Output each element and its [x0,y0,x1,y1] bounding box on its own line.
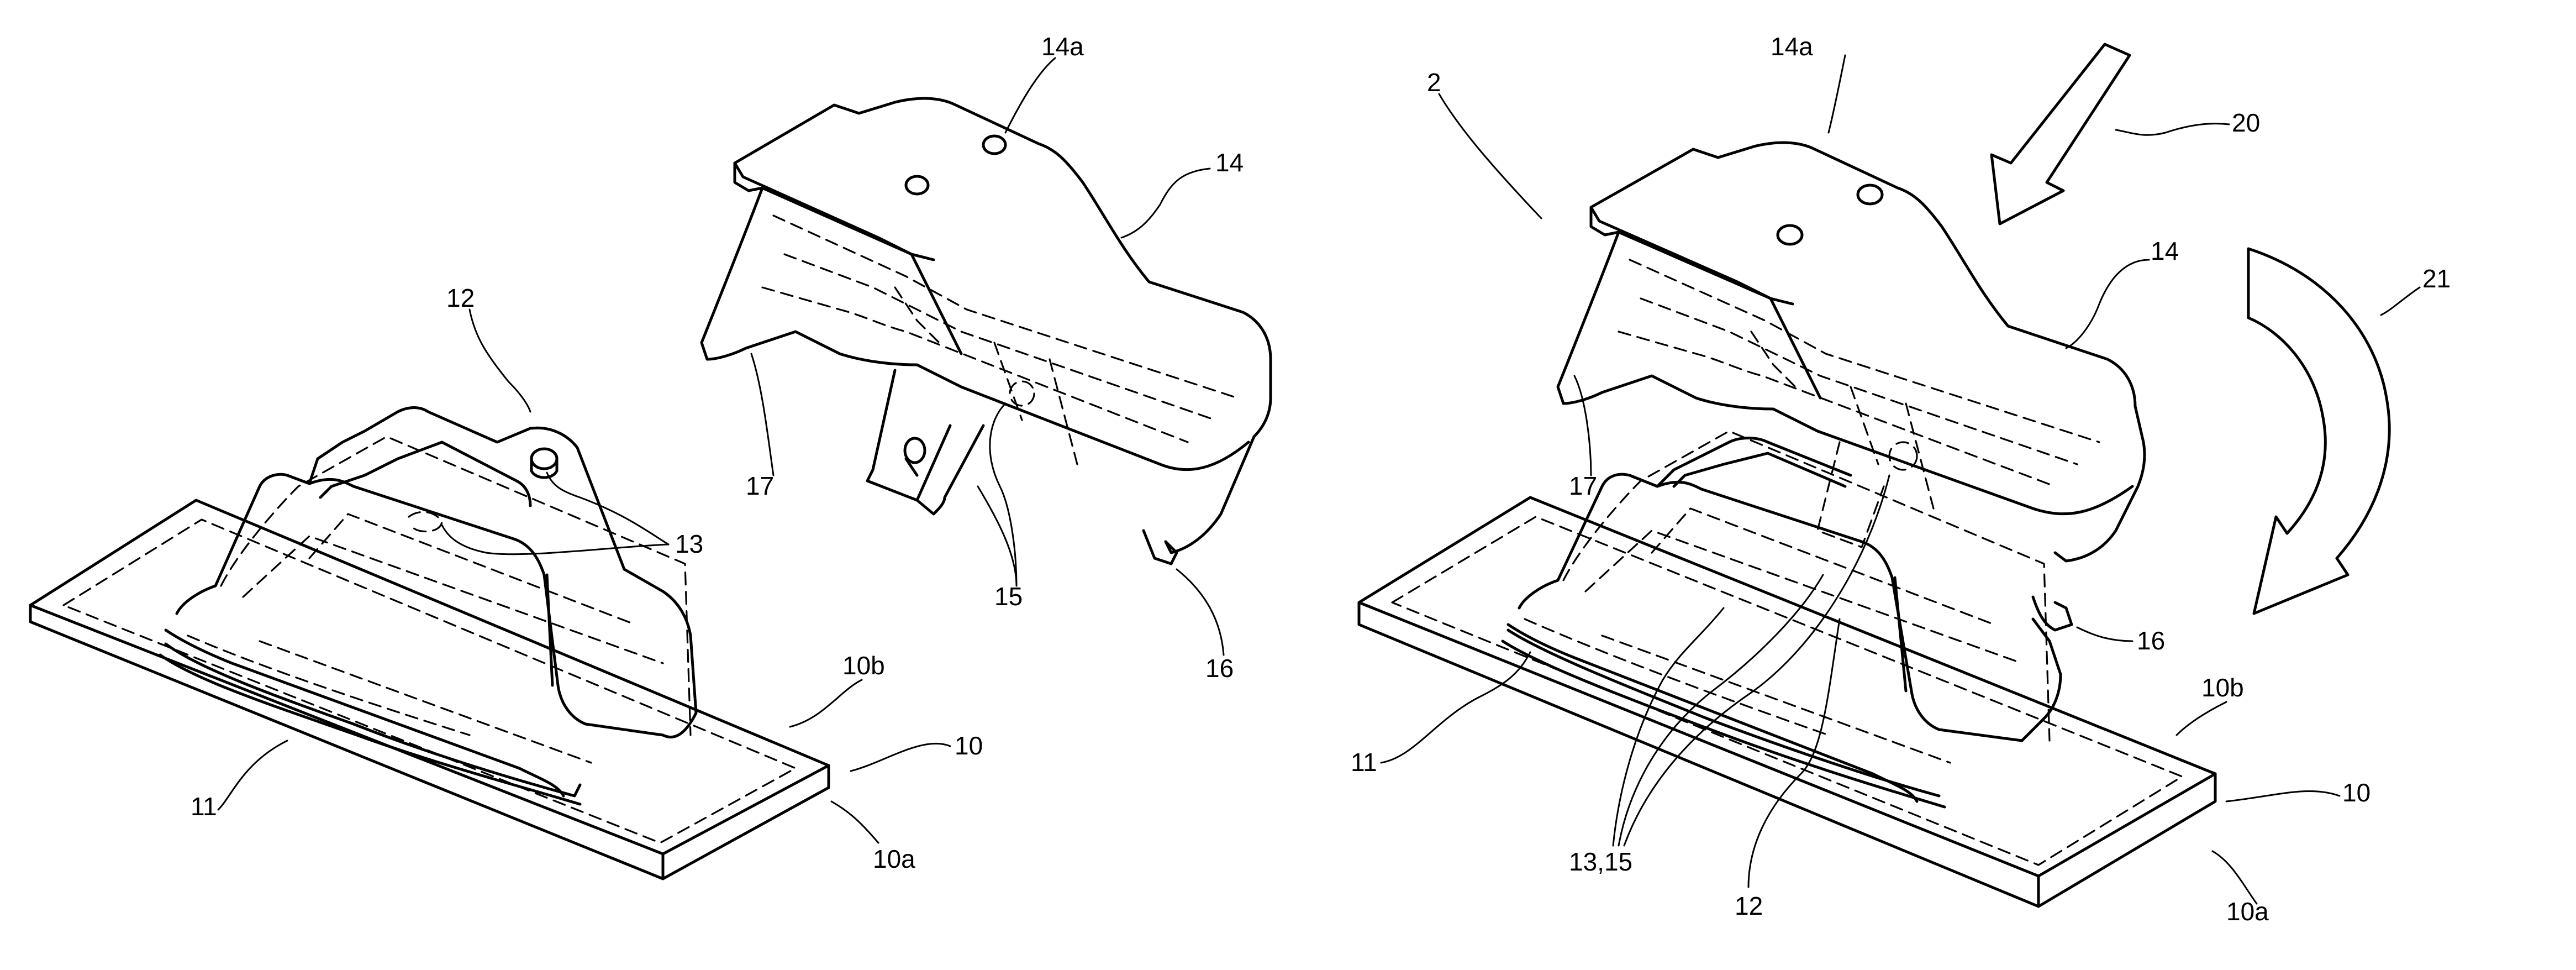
label-12: 12 [446,284,475,312]
left-view: 12 13 14 14a 15 16 17 10 10a 10b 11 [30,32,1271,879]
label-13: 13 [675,529,703,558]
label-14a-right: 14a [1771,32,1813,61]
left-labels: 12 13 14 14a 15 16 17 10 10a 10b 11 [191,32,1244,873]
left-tip-16 [1144,531,1177,564]
label-11-right: 11 [1351,748,1377,777]
left-hook-15 [867,370,983,514]
left-cover [702,98,1271,553]
left-base-plate [30,500,829,879]
label-21: 21 [2422,264,2451,293]
left-boss-13 [409,449,557,532]
label-11: 11 [191,792,217,821]
right-view: 2 14a 14 20 21 17 16 10 10a 10b 11 12 13… [1351,32,2451,926]
label-10a: 10a [873,845,915,873]
label-17: 17 [746,471,774,500]
label-12-right: 12 [1735,892,1763,920]
label-16-right: 16 [2137,626,2165,655]
label-17-right: 17 [1569,471,1597,500]
label-10a-right: 10a [2226,897,2269,926]
left-leaders [218,58,1224,843]
label-13-15: 13,15 [1569,847,1632,876]
label-14a: 14a [1041,32,1084,61]
rotate-arrow-21-icon [2248,249,2389,614]
label-15: 15 [994,582,1023,611]
label-16: 16 [1205,654,1234,683]
left-spring-clip [166,408,696,796]
press-arrow-20-icon [1992,44,2130,224]
left-bracket-body [221,437,691,763]
label-20: 20 [2232,108,2260,137]
right-base-plate [1359,497,2215,906]
right-cover [1558,143,2145,561]
label-2: 2 [1427,68,1441,97]
label-14: 14 [1215,148,1244,177]
label-10: 10 [955,731,983,760]
right-labels: 2 14a 14 20 21 17 16 10 10a 10b 11 12 13… [1351,32,2451,926]
right-leaders [1381,55,2420,904]
label-10b: 10b [842,651,885,680]
label-10-right: 10 [2342,778,2370,807]
label-14-right: 14 [2151,237,2179,265]
label-10b-right: 10b [2201,673,2244,702]
